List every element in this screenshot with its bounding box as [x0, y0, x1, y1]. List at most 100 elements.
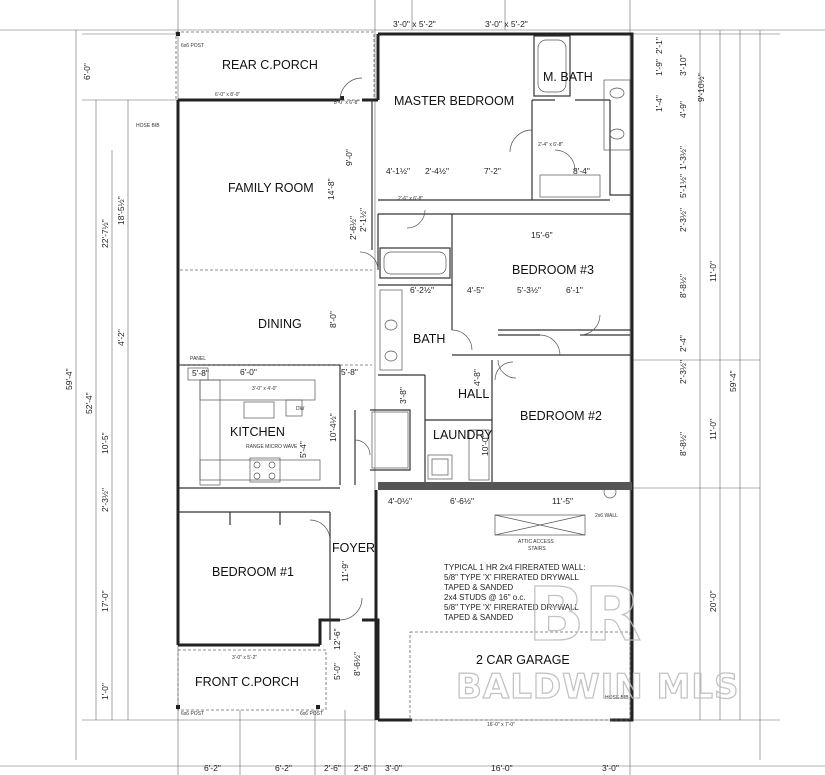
- mbath-door-tag: 2'-4" x 6'-8": [538, 142, 563, 148]
- lh-dim-v: 3'-8": [398, 387, 408, 404]
- family-room-label: FAMILY ROOM: [228, 181, 314, 195]
- range-label: RANGE MICRO WAVE: [246, 444, 298, 450]
- dining-dim-v: 8'-0": [328, 311, 338, 328]
- g-dim-b: 6'-6½": [450, 496, 474, 506]
- bedroom2-label: BEDROOM #2: [520, 409, 602, 423]
- panel-label: PANEL: [190, 356, 206, 362]
- fw-note-3: TAPED & SANDED: [444, 583, 513, 592]
- fire-wall-note: TYPICAL 1 HR 2x4 FIRERATED WALL: 5/8" TY…: [444, 563, 586, 622]
- right-dim-8: 5'-1½": [678, 174, 688, 198]
- hose-bib-right: HOSE BIB: [605, 695, 629, 701]
- mb-door-tag: 2'-6" x 6'-8": [398, 196, 423, 202]
- right-dim-6: 9'-10½": [696, 73, 706, 102]
- fy-dim-v4: 8'-6½": [352, 652, 362, 676]
- rear-porch: REAR C.PORCH 6x6 POST 6'-0" x 8'-0": [175, 31, 375, 101]
- k-dim-w2: 5'-8": [341, 367, 358, 377]
- lh-dim-v2: 4'-8": [472, 369, 482, 386]
- right-dim-5: 4'-9": [678, 101, 688, 118]
- master-bedroom-label: MASTER BEDROOM: [394, 94, 514, 108]
- fam-dim-v: 14'-8": [326, 178, 336, 200]
- fy-dim-v3: 5'-0": [332, 663, 342, 680]
- left-dim-4: 4'-2": [116, 329, 126, 346]
- garage-door-tag: 16'-0" x 7'-0": [487, 722, 515, 728]
- br3-dim-b: 5'-3½": [517, 285, 541, 295]
- br3-dim-a: 4'-5": [467, 285, 484, 295]
- left-dim-2: 22'-7½": [100, 219, 110, 248]
- left-dim-8: 2'-3½": [100, 488, 110, 512]
- fw-note-2: 5/8" TYPE 'X' FIRERATED DRYWALL: [444, 573, 580, 582]
- foyer-label: FOYER: [332, 541, 375, 555]
- lau-dim: 10'-0": [480, 434, 490, 456]
- k-dim-v: 10'-4½": [328, 413, 338, 442]
- bottom-dim-4: 2'-6": [354, 763, 371, 773]
- left-dim-10: 1'-0": [100, 683, 110, 700]
- fw-note-5: 5/8" TYPE 'X' FIRERATED DRYWALL: [444, 603, 580, 612]
- dw-label: DW: [296, 406, 305, 412]
- br3-dim-c: 6'-1": [566, 285, 583, 295]
- bath-label: BATH: [413, 332, 445, 346]
- kit-win-tag: 3'-0" x 4'-0": [252, 386, 277, 392]
- right-dim-12: 2'-4": [678, 335, 688, 352]
- right-dim-13: 2'-3½": [678, 360, 688, 384]
- post-top-label: 6x6 POST: [181, 43, 204, 49]
- mb-dim-c: 7'-2": [484, 166, 501, 176]
- mb-dim-a: 4'-1½": [386, 166, 410, 176]
- hw-wall-label: 2x6 WALL: [595, 513, 618, 519]
- top-dim-2: 3'-0" x 5'-2": [485, 19, 528, 29]
- master-bath-label: M. BATH: [543, 70, 593, 84]
- fy-dim-v2: 12'-6": [332, 628, 342, 650]
- front-porch-top-tag: 3'-0" x 5'-2": [232, 655, 257, 661]
- right-dim-9: 2'-3½": [678, 208, 688, 232]
- left-dim-6: 52'-4": [84, 392, 94, 414]
- g-dim-c: 11'-5": [552, 496, 573, 506]
- fy-dim-v: 11'-9": [340, 561, 350, 582]
- watermark-brand: BALDWIN MLS: [456, 667, 740, 707]
- bath-dim-w: 6'-2½": [410, 285, 434, 295]
- right-dim-1: 2'-1": [654, 37, 664, 54]
- left-dim-5: 59'-4": [64, 368, 74, 390]
- attic-stairs-label: STAIRS: [528, 546, 546, 552]
- k-dim-v2: 5'-4": [298, 441, 308, 458]
- g-dim-a: 4'-0½": [388, 496, 412, 506]
- right-dim-11: 11'-0": [708, 261, 718, 282]
- hall-dim-v2: 2'-1½": [358, 208, 368, 232]
- watermark-logo: BR: [528, 572, 641, 658]
- dining-label: DINING: [258, 317, 302, 331]
- right-dim-2: 1'-9": [654, 59, 664, 76]
- right-dim-4: 1'-4": [654, 95, 664, 112]
- house-walls: [176, 32, 634, 722]
- left-dim-7: 10'-5": [100, 432, 110, 454]
- front-porch-label: FRONT C.PORCH: [195, 675, 299, 689]
- bottom-dim-6: 16'-0": [491, 763, 513, 773]
- garage-label: 2 CAR GARAGE: [476, 653, 570, 667]
- post-br-label: 6x6 POST: [300, 711, 323, 717]
- laundry-label: LAUNDRY: [433, 428, 493, 442]
- right-dim-15: 11'-0": [708, 419, 718, 440]
- bottom-dim-1: 6'-2": [204, 763, 221, 773]
- kitchen-label: KITCHEN: [230, 425, 285, 439]
- br3-dim-w: 15'-6": [531, 230, 553, 240]
- right-dim-14: 8'-8½": [678, 432, 688, 456]
- bottom-dim-7: 3'-0": [602, 763, 619, 773]
- rear-porch-label: REAR C.PORCH: [222, 58, 318, 72]
- attic-access-label: ATTIC ACCESS: [518, 539, 554, 545]
- fw-note-1: TYPICAL 1 HR 2x4 FIRERATED WALL:: [444, 563, 586, 572]
- left-dim-9: 17'-0": [100, 590, 110, 612]
- right-dim-10: 8'-8½": [678, 274, 688, 298]
- porch-door-tag: 8'-0" x 6'-8": [334, 100, 359, 106]
- right-dim-17: 20'-0": [708, 590, 718, 612]
- top-dim-1: 3'-0" x 5'-2": [393, 19, 436, 29]
- mbath-dim: 8'-4": [573, 166, 590, 176]
- hall-label: HALL: [458, 387, 489, 401]
- baldwin-mls-watermark: BR BALDWIN MLS: [455, 571, 740, 707]
- right-dim-7: 1'-3½": [678, 146, 688, 170]
- porch-top-door-tag: 6'-0" x 8'-0": [215, 92, 240, 98]
- hose-bib-left: HOSE BIB: [136, 123, 160, 129]
- fw-note-6: TAPED & SANDED: [444, 613, 513, 622]
- bottom-dim-3: 2'-6": [324, 763, 341, 773]
- right-dim-3: 3'-10": [678, 54, 688, 76]
- fam-dim-v2: 9'-0": [344, 149, 354, 166]
- k-dim-w: 6'-0": [240, 367, 257, 377]
